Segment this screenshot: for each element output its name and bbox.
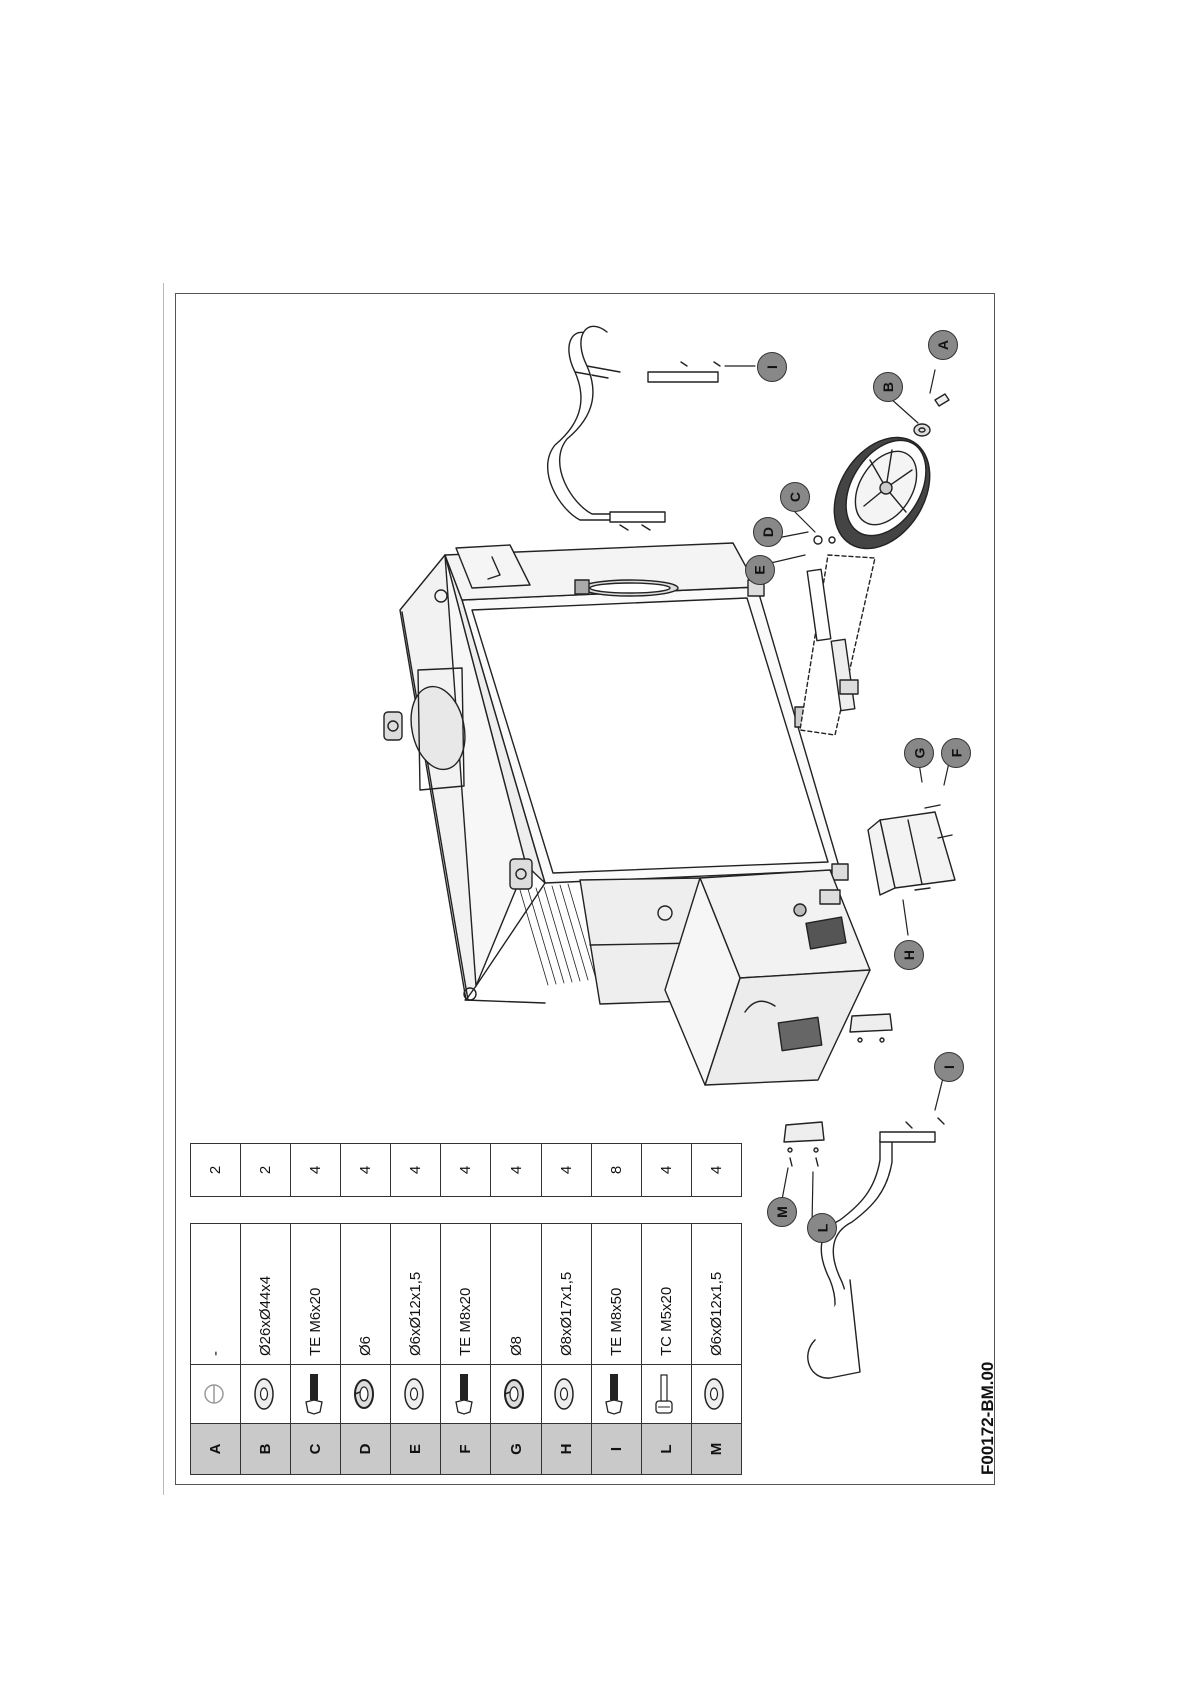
wheel <box>833 436 931 550</box>
part-key: E <box>390 1423 441 1475</box>
column-gap <box>241 1197 291 1224</box>
part-spec: TE M6x20 <box>290 1223 341 1365</box>
column-gap <box>191 1197 241 1224</box>
callout-e: E <box>745 555 775 585</box>
callout-l: L <box>807 1213 837 1243</box>
part-qty: 4 <box>490 1143 542 1197</box>
part-key: I <box>591 1423 642 1475</box>
part-qty: 4 <box>340 1143 391 1197</box>
callout-d: D <box>753 517 783 547</box>
small-bracket-lower <box>783 1013 893 1167</box>
column-gap <box>341 1197 391 1224</box>
callout-a: A <box>928 330 958 360</box>
wheel-axle <box>799 528 876 736</box>
part-qty: 4 <box>691 1143 742 1197</box>
callout-m: M <box>767 1197 797 1227</box>
callout-i-lower: I <box>934 1052 964 1082</box>
hex-bolt-icon <box>440 1364 491 1424</box>
part-spec: Ø8 <box>490 1223 542 1365</box>
part-qty: 2 <box>240 1143 291 1197</box>
callout-g: G <box>904 738 934 768</box>
split-lock-washer-icon <box>490 1364 542 1424</box>
part-key: A <box>190 1423 241 1475</box>
split-lock-washer-icon <box>340 1364 391 1424</box>
parts-row: A - 2 <box>190 1143 241 1475</box>
column-gap <box>441 1197 491 1224</box>
sheet-margin-line <box>163 283 164 1495</box>
generator-frame <box>383 542 871 1086</box>
part-key: G <box>490 1423 542 1475</box>
parts-row: L TC M5x20 4 <box>641 1143 692 1475</box>
column-gap <box>391 1197 441 1224</box>
part-key: C <box>290 1423 341 1475</box>
support-bracket <box>867 804 956 896</box>
part-spec: Ø6xØ12x1,5 <box>390 1223 441 1365</box>
parts-row: M Ø6xØ12x1,5 4 <box>691 1143 742 1475</box>
part-key: B <box>240 1423 291 1475</box>
column-gap <box>541 1197 591 1224</box>
part-spec: TE M8x50 <box>591 1223 642 1365</box>
cheese-head-screw-icon <box>641 1364 692 1424</box>
column-gap <box>641 1197 691 1224</box>
hex-bolt-icon <box>591 1364 642 1424</box>
part-qty: 4 <box>440 1143 491 1197</box>
part-spec: TC M5x20 <box>641 1223 692 1365</box>
handle-upper <box>546 325 721 531</box>
callout-h: H <box>894 940 924 970</box>
part-qty: 4 <box>641 1143 692 1197</box>
column-gap <box>591 1197 641 1224</box>
part-key: F <box>440 1423 491 1475</box>
part-qty: 4 <box>390 1143 441 1197</box>
part-spec: - <box>190 1223 241 1365</box>
parts-row: B Ø26xØ44x4 2 <box>240 1143 291 1475</box>
part-qty: 8 <box>591 1143 642 1197</box>
parts-row: H Ø8xØ17x1,5 4 <box>541 1143 592 1475</box>
part-spec: Ø8xØ17x1,5 <box>541 1223 592 1365</box>
part-spec: Ø26xØ44x4 <box>240 1223 291 1365</box>
part-key: D <box>340 1423 391 1475</box>
parts-row: F TE M8x20 4 <box>440 1143 491 1475</box>
flat-washer-icon <box>390 1364 441 1424</box>
callout-c: C <box>780 482 810 512</box>
callout-f: F <box>941 738 971 768</box>
column-gap <box>691 1197 741 1224</box>
column-gap <box>291 1197 341 1224</box>
part-key: H <box>541 1423 592 1475</box>
callout-b: B <box>873 372 903 402</box>
parts-row: C TE M6x20 4 <box>290 1143 341 1475</box>
parts-row: G Ø8 4 <box>490 1143 542 1475</box>
part-spec: Ø6 <box>340 1223 391 1365</box>
part-spec: Ø6xØ12x1,5 <box>691 1223 742 1365</box>
part-qty: 4 <box>541 1143 592 1197</box>
part-qty: 4 <box>290 1143 341 1197</box>
drawing-code: F00172-BM.00 <box>978 1361 997 1475</box>
part-key: L <box>641 1423 692 1475</box>
part-qty: 2 <box>190 1143 241 1197</box>
hex-bolt-icon <box>290 1364 341 1424</box>
cotter-pin-icon <box>190 1364 241 1424</box>
parts-row: I TE M8x50 8 <box>591 1143 642 1475</box>
flat-washer-icon <box>240 1364 291 1424</box>
parts-row: E Ø6xØ12x1,5 4 <box>390 1143 441 1475</box>
part-spec: TE M8x20 <box>440 1223 491 1365</box>
flat-washer-icon <box>691 1364 742 1424</box>
handle-lower <box>807 1117 945 1379</box>
part-key: M <box>691 1423 742 1475</box>
column-gap <box>491 1197 541 1224</box>
flat-washer-icon <box>541 1364 592 1424</box>
callout-i-upper: I <box>757 352 787 382</box>
parts-row: D Ø6 4 <box>340 1143 391 1475</box>
